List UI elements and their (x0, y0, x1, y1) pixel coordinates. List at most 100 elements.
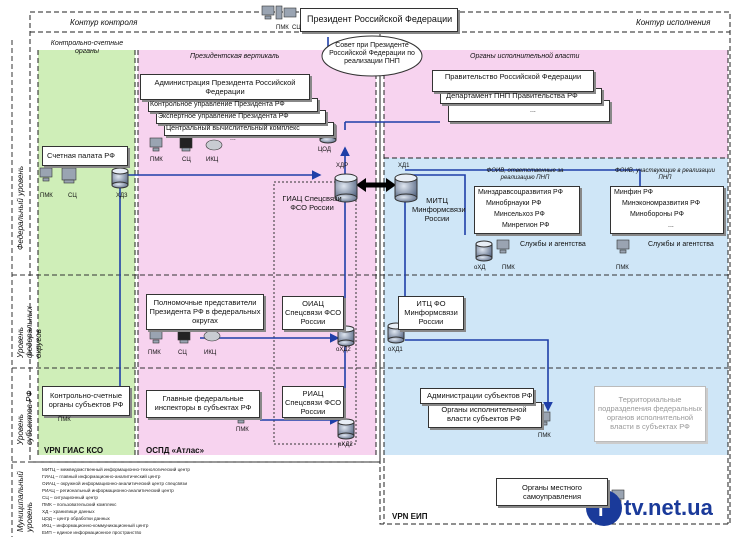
storage-cylinders (111, 122, 493, 440)
router-icons (203, 139, 223, 342)
district-pmk-label: ПМК (148, 350, 161, 356)
accounts-chamber-label: Счетная палата РФ (47, 151, 115, 160)
subject-admin-sub: Органы исполнительной власти субъектов Р… (441, 405, 527, 423)
network-ospd: ОСПД «Атлас» (146, 446, 205, 455)
foiv-participating-title: ФОИВ, участвующие в реализации ПНП (615, 168, 715, 181)
hd1-label: ХД1 (398, 163, 410, 169)
rhd2-label: рХД2 (338, 442, 353, 448)
column-presidential-vertical: Президентская вертикаль (190, 53, 280, 60)
president-pmk-label: ПМК (276, 25, 289, 31)
government-box: Правительство Российской Федерации (432, 70, 594, 92)
government-title: Правительство Российской Федерации (444, 72, 582, 81)
council-ellipse (321, 35, 423, 77)
legend-line: СЦ – ситуационный центр (42, 495, 98, 500)
network-vpn-eip: VPN ЕИП (392, 512, 428, 521)
contour-execution-label: Контур исполнения (636, 18, 711, 27)
foiv-resp-ohd-label: оХД (474, 265, 486, 271)
legend-line: ХД – хранилище данных (42, 509, 95, 514)
foiv-responsible-title: ФОИВ, ответственные за реализацию ПНП (486, 168, 564, 181)
legend-line: МИТЦ – межведомственный информационно-те… (42, 467, 190, 472)
giac-label: ГИАЦ Спецсвязи ФСО России (282, 194, 342, 212)
level-federal: Федеральный уровень (16, 165, 25, 250)
subjects-pmk-label: ПМК (58, 417, 71, 423)
admin-sc-label: СЦ (182, 157, 191, 163)
admin-computing-complex: Центральный вычислительный комплекс (166, 125, 300, 132)
council-label: Совет при Президенте Российской Федераци… (329, 42, 415, 65)
subject-admin-pmk-label: ПМК (538, 433, 551, 439)
accounts-pmk-label: ПМК (40, 193, 53, 199)
itc-fo-label: ИТЦ ФО Минформсвязи России (404, 299, 458, 326)
legend-line: РИАЦ – региональный информационно-аналит… (42, 488, 174, 493)
inspectors-label: Главные федеральные инспекторы в субъект… (154, 394, 252, 412)
cod-label: ЦОД (318, 147, 331, 153)
plenipotentiary-label: Полномочные представители Президента РФ … (149, 298, 261, 325)
column-executive-bodies: Органы исполнительной власти (470, 53, 580, 60)
svg-text:i: i (598, 499, 604, 521)
foiv-part-item-1: Минэкономразвития РФ (622, 200, 701, 207)
legend-line: ИКЦ – информационно-коммуникационный цен… (42, 523, 149, 528)
level-federal-district: Уровень федеральных округов (16, 306, 43, 358)
itc-fo-box: ИТЦ ФО Минформсвязи России (398, 296, 464, 330)
foiv-resp-item-3: Минрегион РФ (502, 222, 550, 229)
ohd1-label: оХД1 (388, 347, 403, 353)
hd3-label: ХД3 (116, 193, 128, 199)
inspectors-pmk-label: ПМК (236, 427, 249, 433)
admin-ikc-label: ИКЦ (206, 157, 219, 163)
oiac-label: ОИАЦ Спецсвязи ФСО России (284, 299, 342, 326)
district-ikc-label: ИКЦ (204, 350, 217, 356)
municipal-box: Органы местного самоуправления (496, 478, 608, 506)
legend-line: ОИАЦ – окружной информационно-аналитичес… (42, 481, 188, 486)
level-municipal: Муниципальный уровень (16, 471, 34, 532)
administration-box: Администрация Президента Российской Феде… (140, 74, 310, 100)
foiv-resp-pmk-label: ПМК (502, 265, 515, 271)
foiv-part-item-2: Минобороны РФ (630, 211, 684, 218)
contour-control-label: Контур контроля (70, 18, 138, 27)
riac-label: РИАЦ Спецсвязи ФСО России (284, 389, 342, 416)
oiac-box: ОИАЦ Спецсвязи ФСО России (282, 296, 344, 330)
foiv-resp-item-2: Минсельхоз РФ (494, 211, 545, 218)
inspectors-box: Главные федеральные инспекторы в субъект… (146, 390, 260, 418)
legend-line: ЕИП – единое информационное пространство (42, 530, 142, 535)
foiv-resp-item-1: Минобрнауки РФ (486, 200, 542, 207)
municipal-label: Органы местного самоуправления (522, 483, 582, 501)
admin-ellipsis: ... (230, 135, 236, 142)
accounts-sc-label: СЦ (68, 193, 77, 199)
admin-control-dept: Контрольное управление Президента РФ (150, 101, 285, 108)
foiv-resp-item-0: Минздравсоцразвития РФ (478, 189, 563, 196)
territorial-box: Территориальные подразделения федеральны… (594, 386, 706, 442)
column-control-bodies: Контрольно-счетные органы (50, 40, 124, 55)
foiv-part-item-3: ... (668, 222, 674, 229)
legend-line: ЦОД – центр обработки данных (42, 516, 110, 521)
foiv-part-item-0: Минфин РФ (614, 189, 653, 196)
mitc-label: МИТЦ Минформсвязи России (412, 196, 466, 223)
foiv-resp-services: Службы и агентства (520, 241, 586, 248)
government-ellipsis: ... (530, 107, 536, 114)
watermark-text: tv.net.ua (624, 495, 713, 520)
level-subjects: Уровень субъектов РФ (16, 390, 34, 445)
president-label: Президент Российской Федерации (307, 14, 453, 24)
admin-pmk-label: ПМК (150, 157, 163, 163)
territorial-label: Территориальные подразделения федеральны… (598, 395, 702, 431)
foiv-part-services: Службы и агентства (648, 241, 714, 248)
riac-box: РИАЦ Спецсвязи ФСО России (282, 386, 344, 418)
legend-line: ГИАЦ – главный информационно-аналитическ… (42, 474, 161, 479)
government-department: Департамент ПНП Правительства РФ (446, 91, 578, 100)
ohd2-label: оХД2 (336, 347, 351, 353)
plenipotentiary-box: Полномочные представители Президента РФ … (146, 294, 264, 330)
control-subjects-label: Контрольно-счетные органы субъектов РФ (48, 391, 124, 409)
district-sc-label: СЦ (178, 350, 187, 356)
admin-expert-dept: Экспертное управление Президента РФ (158, 113, 289, 120)
accounts-chamber-box: Счетная палата РФ (42, 146, 128, 166)
administration-title: Администрация Президента Российской Феде… (154, 78, 296, 96)
foiv-responsible-stack (474, 186, 580, 234)
hdr-label: ХДР (336, 163, 349, 169)
foiv-part-pmk-label: ПМК (616, 265, 629, 271)
president-sc-label: СЦ (292, 25, 301, 31)
network-vpn-gias: VPN ГИАС КСО (44, 446, 104, 455)
president-box: Президент Российской Федерации (300, 8, 458, 32)
subject-admin-box: Администрации субъектов РФ (420, 388, 534, 404)
control-subjects-box: Контрольно-счетные органы субъектов РФ (42, 386, 130, 416)
legend-line: ПМК – пользовательский комплекс (42, 502, 117, 507)
subject-admin-title: Администрации субъектов РФ (427, 391, 533, 400)
